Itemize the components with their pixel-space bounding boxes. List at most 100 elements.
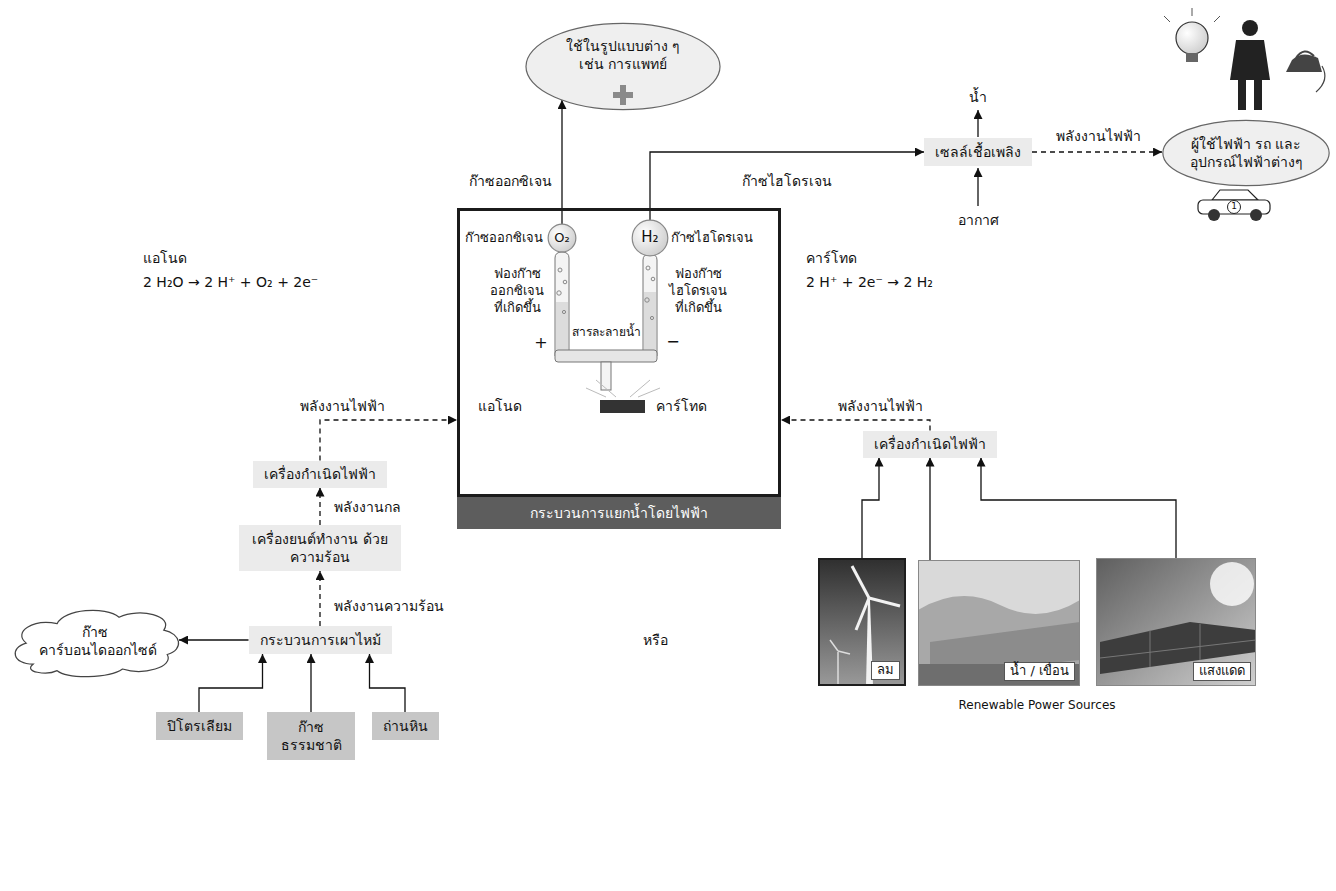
gas-bubble: [646, 266, 650, 270]
air-in-arrow: [977, 168, 978, 206]
node-label: เซลล์เชื้อเพลิง: [935, 143, 1021, 161]
gas-bubble: [562, 310, 565, 313]
connector: [310, 654, 311, 712]
solar-photo: [1096, 558, 1256, 686]
gas-bubble: [650, 316, 653, 319]
annotation-label: +: [534, 333, 547, 354]
solar-panel: [1150, 630, 1151, 667]
process-box: เครื่องกำเนิดไฟฟ้า: [863, 431, 997, 458]
connector: [370, 654, 406, 712]
photo-panel: ลม: [818, 558, 906, 686]
electrolysis-apparatus: [555, 252, 660, 413]
car-icon: [1228, 201, 1241, 214]
annotation-label: คาร์โทด: [806, 249, 857, 267]
car-icon: [1250, 209, 1262, 221]
wind-photo: [818, 558, 906, 686]
iron-icon: [1296, 51, 1314, 58]
gas-circle: H₂: [632, 220, 668, 256]
connector: [981, 458, 1176, 559]
node-label: ปิโตรเลียม: [167, 717, 232, 735]
turbine: [838, 651, 850, 654]
connector: [319, 571, 320, 626]
turbine: [830, 640, 838, 651]
source-box: ปิโตรเลียม: [156, 712, 243, 740]
edge-label: พลังงานไฟฟ้า: [836, 397, 925, 415]
solar-panel: [1100, 640, 1256, 658]
annotation-label: ก๊าซออกซิเจน: [465, 230, 543, 247]
photo-panel: น้ำ / เขื่อน: [918, 560, 1080, 686]
dam-photo: [918, 560, 1080, 686]
liquid: [556, 302, 568, 356]
annotation-label: 1: [1231, 201, 1237, 213]
oval-node: ผู้ใช้ไฟฟ้า รถ และ อุปกรณ์ไฟฟ้าต่างๆ: [1162, 120, 1330, 186]
turbine: [869, 598, 900, 606]
cloud-node: ก๊าซ คาร์บอนไดออกไซด์: [9, 601, 181, 682]
node-label: เครื่องกำเนิดไฟฟ้า: [264, 465, 376, 483]
process-box: เครื่องยนต์ทำงาน ด้วยความร้อน: [239, 525, 401, 571]
spark-ray: [586, 388, 606, 397]
node-label: H₂: [641, 228, 658, 248]
bulb-icon: [1186, 53, 1198, 62]
edge-label: พลังงานกล: [332, 498, 403, 516]
annotation-label: แอโนด: [143, 249, 187, 267]
annotation-label: ก๊าซไฮโดรเจน: [671, 230, 753, 247]
water-out-arrow: [977, 110, 978, 137]
band-label: กระบวนการแยกน้ำโดยไฟฟ้า: [457, 497, 781, 529]
node-label: ผู้ใช้ไฟฟ้า รถ และ อุปกรณ์ไฟฟ้าต่างๆ: [1182, 135, 1310, 171]
oval-node: ใช้ในรูปแบบต่าง ๆ เช่น การแพทย์: [525, 23, 721, 110]
turbine: [852, 566, 869, 598]
connector: [319, 488, 320, 526]
node-label: ถ่านหิน: [383, 717, 428, 735]
photo-label: แสงแดด: [1193, 662, 1251, 681]
photo-panel: แสงแดด: [1096, 558, 1256, 686]
annotation-label: 2 H₂O → 2 H⁺ + O₂ + 2e⁻: [143, 273, 318, 291]
person-icon: [1230, 40, 1270, 80]
medical-cross: [613, 85, 633, 105]
gas-bubble: [557, 291, 561, 295]
electrode: [600, 400, 645, 413]
connecting-tube: [555, 350, 657, 362]
cloud-outline: [9, 601, 181, 682]
annotation-label: สารละลายน้ำ: [572, 325, 641, 341]
process-box: เครื่องกำเนิดไฟฟ้า: [253, 461, 387, 488]
connector: [1032, 151, 1162, 152]
process-frame: กระบวนการแยกน้ำโดยไฟฟ้าO₂H₂: [457, 208, 781, 497]
node-label: ก๊าซ ธรรมชาติ: [278, 718, 344, 754]
edge-label: พลังงานไฟฟ้า: [298, 397, 387, 415]
annotation-label: คาร์โทด: [656, 397, 707, 415]
bulb-icon: [1176, 22, 1208, 54]
connector: [199, 654, 263, 712]
oval-outline: [1162, 120, 1330, 186]
annotation-label: ฟองก๊าซ ออกซิเจน ที่เกิดขึ้น: [484, 266, 550, 317]
annotation-label: Renewable Power Sources: [958, 698, 1115, 714]
oval-outline: [1163, 120, 1329, 185]
bulb-icon: [1192, 8, 1193, 16]
hills: [918, 596, 1080, 686]
node-label: เครื่องกำเนิดไฟฟ้า: [874, 435, 986, 453]
edge-label: ก๊าซออกซิเจน: [467, 172, 554, 190]
spark-ray: [630, 380, 650, 397]
bulb-icon: [1214, 16, 1220, 22]
oval-outline: [526, 23, 720, 109]
spark-ray: [638, 388, 660, 397]
process-box: กระบวนการเผาไหม้: [249, 626, 392, 654]
person-icon: [1254, 80, 1262, 110]
source-box: ก๊าซ ธรรมชาติ: [267, 712, 355, 760]
edge-label: พลังงานความร้อน: [332, 597, 446, 615]
car-icon: [1212, 190, 1258, 200]
edge-label: พลังงานไฟฟ้า: [1054, 127, 1143, 145]
gas-circle-outline: [632, 220, 668, 256]
annotation-label: −: [666, 332, 679, 353]
connector: [781, 420, 930, 431]
consumer-icons: [1164, 8, 1325, 221]
wind-photo: [818, 558, 906, 686]
annotation-label: อากาศ: [958, 211, 999, 229]
annotation-label: แอโนด: [478, 397, 522, 415]
edge-label: ก๊าซไฮโดรเจน: [740, 172, 834, 190]
solar-panel: [1200, 624, 1201, 660]
turbine: [837, 652, 839, 686]
connectors: [179, 100, 1176, 712]
iron-icon: [1286, 54, 1322, 72]
node-label: ก๊าซ คาร์บอนไดออกไซด์: [39, 623, 151, 659]
annotation-label: น้ำ: [969, 88, 987, 106]
